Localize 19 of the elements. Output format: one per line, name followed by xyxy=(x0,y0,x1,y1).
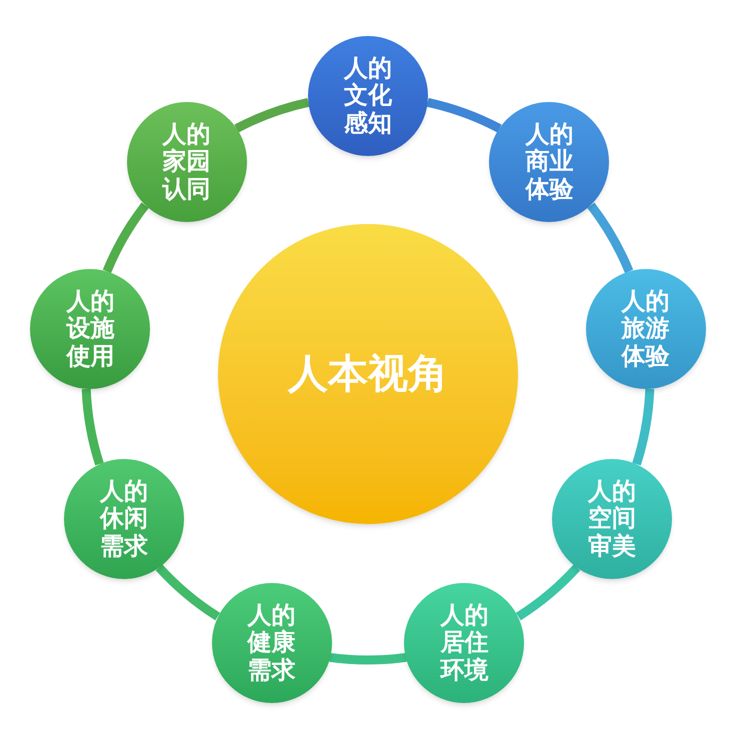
topic-label: 人的休闲需求 xyxy=(100,478,148,560)
topic-label: 人的空间审美 xyxy=(588,478,636,560)
ring-arc xyxy=(156,564,220,620)
topic-label: 人的居住环境 xyxy=(440,602,488,684)
topic-label: 人的商业体验 xyxy=(525,120,574,204)
topic-label: 人的旅游体验 xyxy=(622,288,670,370)
ring-arc xyxy=(102,202,149,274)
ring-arc xyxy=(516,564,580,620)
topic-label: 人的家园认同 xyxy=(162,120,211,204)
ring-arc xyxy=(426,98,502,133)
center-title: 人本视角 xyxy=(288,350,448,399)
ring-arc xyxy=(82,388,104,466)
ring-arc xyxy=(329,652,407,664)
topic-label: 人的文化感知 xyxy=(344,54,392,138)
ring-arc xyxy=(234,98,310,133)
topic-label: 人的健康需求 xyxy=(248,602,296,684)
topic-label: 人的设施使用 xyxy=(66,288,114,370)
ring-arc xyxy=(632,388,654,466)
ring-arc xyxy=(587,202,634,274)
